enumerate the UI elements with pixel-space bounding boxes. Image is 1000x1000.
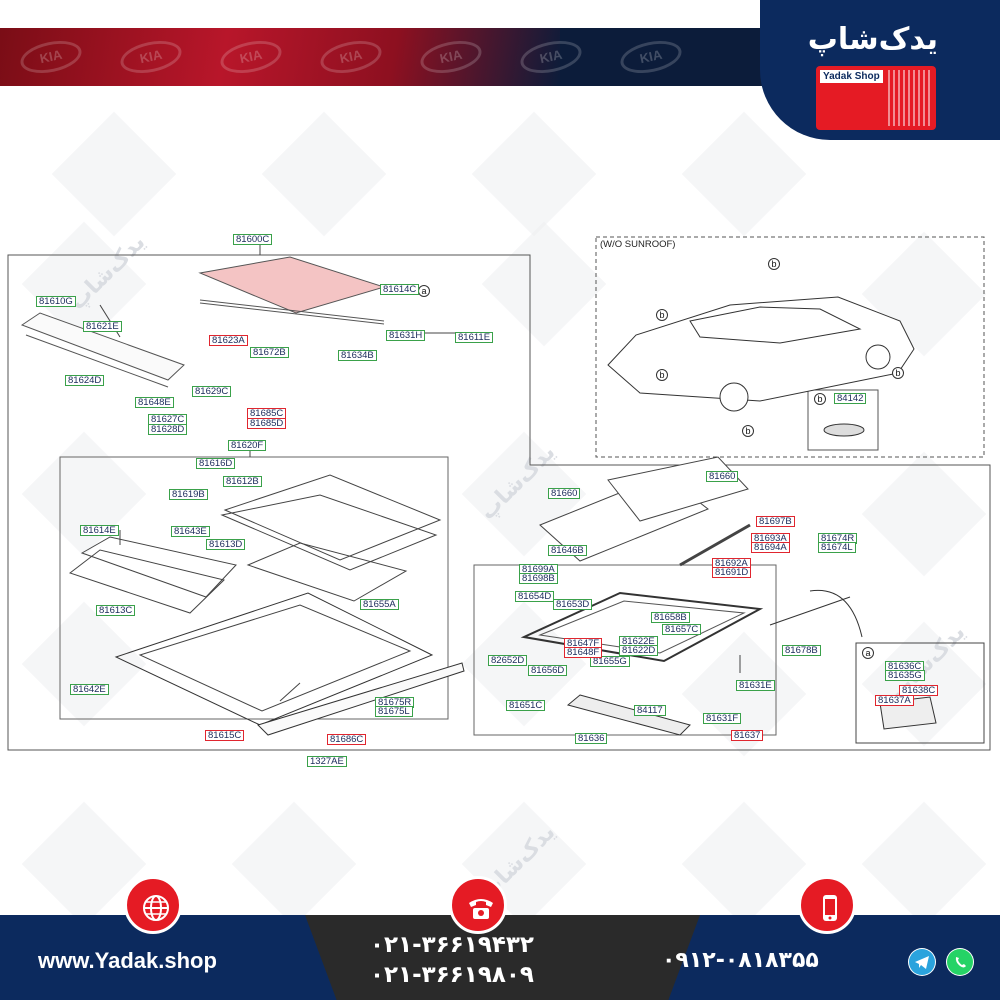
- hyundai-kia-logo-icon: [888, 70, 932, 126]
- part-label[interactable]: 82652D: [488, 655, 528, 666]
- part-label[interactable]: 84142: [834, 393, 867, 404]
- part-label[interactable]: 81658B: [651, 612, 690, 623]
- callout-b: b: [892, 367, 904, 379]
- header: KIA KIA KIA KIA KIA KIA KIA یدک‌شاپ Yada…: [0, 0, 1000, 140]
- callout-a: a: [862, 647, 874, 659]
- telephone-badge[interactable]: [449, 876, 507, 934]
- part-label[interactable]: 81686C: [327, 734, 367, 745]
- part-label[interactable]: 81621E: [83, 321, 122, 332]
- globe-icon: [143, 895, 169, 921]
- part-label[interactable]: 81623A: [209, 335, 248, 346]
- logo-persian-text: یدک‌شاپ: [807, 22, 938, 57]
- footer-phone-panel: [305, 915, 700, 1000]
- part-label[interactable]: 81675L: [375, 706, 413, 717]
- part-label[interactable]: 81660: [706, 471, 739, 482]
- part-label[interactable]: 81628D: [148, 424, 188, 435]
- part-label[interactable]: 81648F: [564, 647, 603, 658]
- part-label[interactable]: 81613C: [96, 605, 136, 616]
- site-logo[interactable]: Yadak Shop: [816, 66, 936, 130]
- part-label[interactable]: 81656D: [528, 665, 568, 676]
- part-label[interactable]: 81619B: [169, 489, 208, 500]
- part-label[interactable]: 81613D: [206, 539, 246, 550]
- part-label[interactable]: 81611E: [455, 332, 494, 343]
- part-label[interactable]: 81624D: [65, 375, 105, 386]
- part-label[interactable]: 81698B: [519, 573, 558, 584]
- part-label[interactable]: 81634B: [338, 350, 377, 361]
- part-label[interactable]: 81637A: [875, 695, 914, 706]
- part-label[interactable]: 81653D: [553, 599, 593, 610]
- part-label[interactable]: 81654D: [515, 591, 555, 602]
- part-label[interactable]: 81643E: [171, 526, 210, 537]
- part-label[interactable]: 81610G: [36, 296, 76, 307]
- part-label[interactable]: 81637: [731, 730, 764, 741]
- mobile-badge[interactable]: [798, 876, 856, 934]
- part-label[interactable]: 81651C: [506, 700, 546, 711]
- part-label[interactable]: 81631F: [703, 713, 742, 724]
- part-label[interactable]: 81685D: [247, 418, 287, 429]
- part-label[interactable]: 81646B: [548, 545, 587, 556]
- part-label[interactable]: 81631E: [736, 680, 775, 691]
- part-label[interactable]: 81614C: [380, 284, 420, 295]
- part-label[interactable]: 81642E: [70, 684, 109, 695]
- sunroof-parts-diagram: (W/O SUNROOF) b b b b b b a a 81600C 816…: [0, 225, 1000, 785]
- brand-banner: KIA KIA KIA KIA KIA KIA KIA: [0, 28, 780, 86]
- part-label[interactable]: 81615C: [205, 730, 245, 741]
- part-label[interactable]: 1327AE: [307, 756, 347, 767]
- part-label[interactable]: 81657C: [662, 624, 702, 635]
- callout-b: b: [814, 393, 826, 405]
- wo-sunroof-title: (W/O SUNROOF): [600, 239, 676, 250]
- callout-b: b: [656, 309, 668, 321]
- part-label[interactable]: 81672B: [250, 347, 289, 358]
- part-label[interactable]: 81635G: [885, 670, 925, 681]
- part-label[interactable]: 81600C: [233, 234, 273, 245]
- part-label[interactable]: 81638C: [899, 685, 939, 696]
- part-label[interactable]: 81691D: [712, 567, 752, 578]
- phone-number-1[interactable]: ۰۲۱-۳۶۶۱۹۴۳۲: [370, 932, 534, 958]
- part-label[interactable]: 81614E: [80, 525, 119, 536]
- kia-logo-icon: KIA: [617, 35, 685, 79]
- part-label[interactable]: 81674L: [818, 542, 856, 553]
- part-label[interactable]: 81655A: [360, 599, 399, 610]
- part-label[interactable]: 81629C: [192, 386, 232, 397]
- callout-b: b: [742, 425, 754, 437]
- diagram-drawing: [7, 236, 991, 751]
- part-label[interactable]: 81636: [575, 733, 608, 744]
- website-url[interactable]: www.Yadak.shop: [38, 948, 217, 973]
- part-label[interactable]: 81612B: [223, 476, 262, 487]
- mobile-number[interactable]: ۰۹۱۲-۰۸۱۸۳۵۵: [662, 948, 819, 973]
- part-label[interactable]: 81678B: [782, 645, 821, 656]
- callout-b: b: [768, 258, 780, 270]
- part-label[interactable]: 81697B: [756, 516, 795, 527]
- part-label[interactable]: 81694A: [751, 542, 790, 553]
- part-label[interactable]: 81622D: [619, 645, 659, 656]
- part-label[interactable]: 81616D: [196, 458, 236, 469]
- part-label[interactable]: 84117: [634, 705, 666, 716]
- part-label[interactable]: 81660: [548, 488, 581, 499]
- callout-b: b: [656, 369, 668, 381]
- logo-english-text: Yadak Shop: [820, 70, 883, 83]
- part-label[interactable]: 81631H: [386, 330, 426, 341]
- callout-a: a: [418, 285, 430, 297]
- mobile-phone-icon: [823, 895, 837, 921]
- phone-number-2[interactable]: ۰۲۱-۳۶۶۱۹۸۰۹: [370, 962, 534, 988]
- part-label[interactable]: 81620F: [228, 440, 267, 451]
- part-label[interactable]: 81648E: [135, 397, 174, 408]
- whatsapp-icon[interactable]: [946, 948, 974, 976]
- telephone-icon: [469, 899, 493, 919]
- website-badge[interactable]: [124, 876, 182, 934]
- telegram-icon[interactable]: [908, 948, 936, 976]
- part-label[interactable]: 81655G: [590, 656, 630, 667]
